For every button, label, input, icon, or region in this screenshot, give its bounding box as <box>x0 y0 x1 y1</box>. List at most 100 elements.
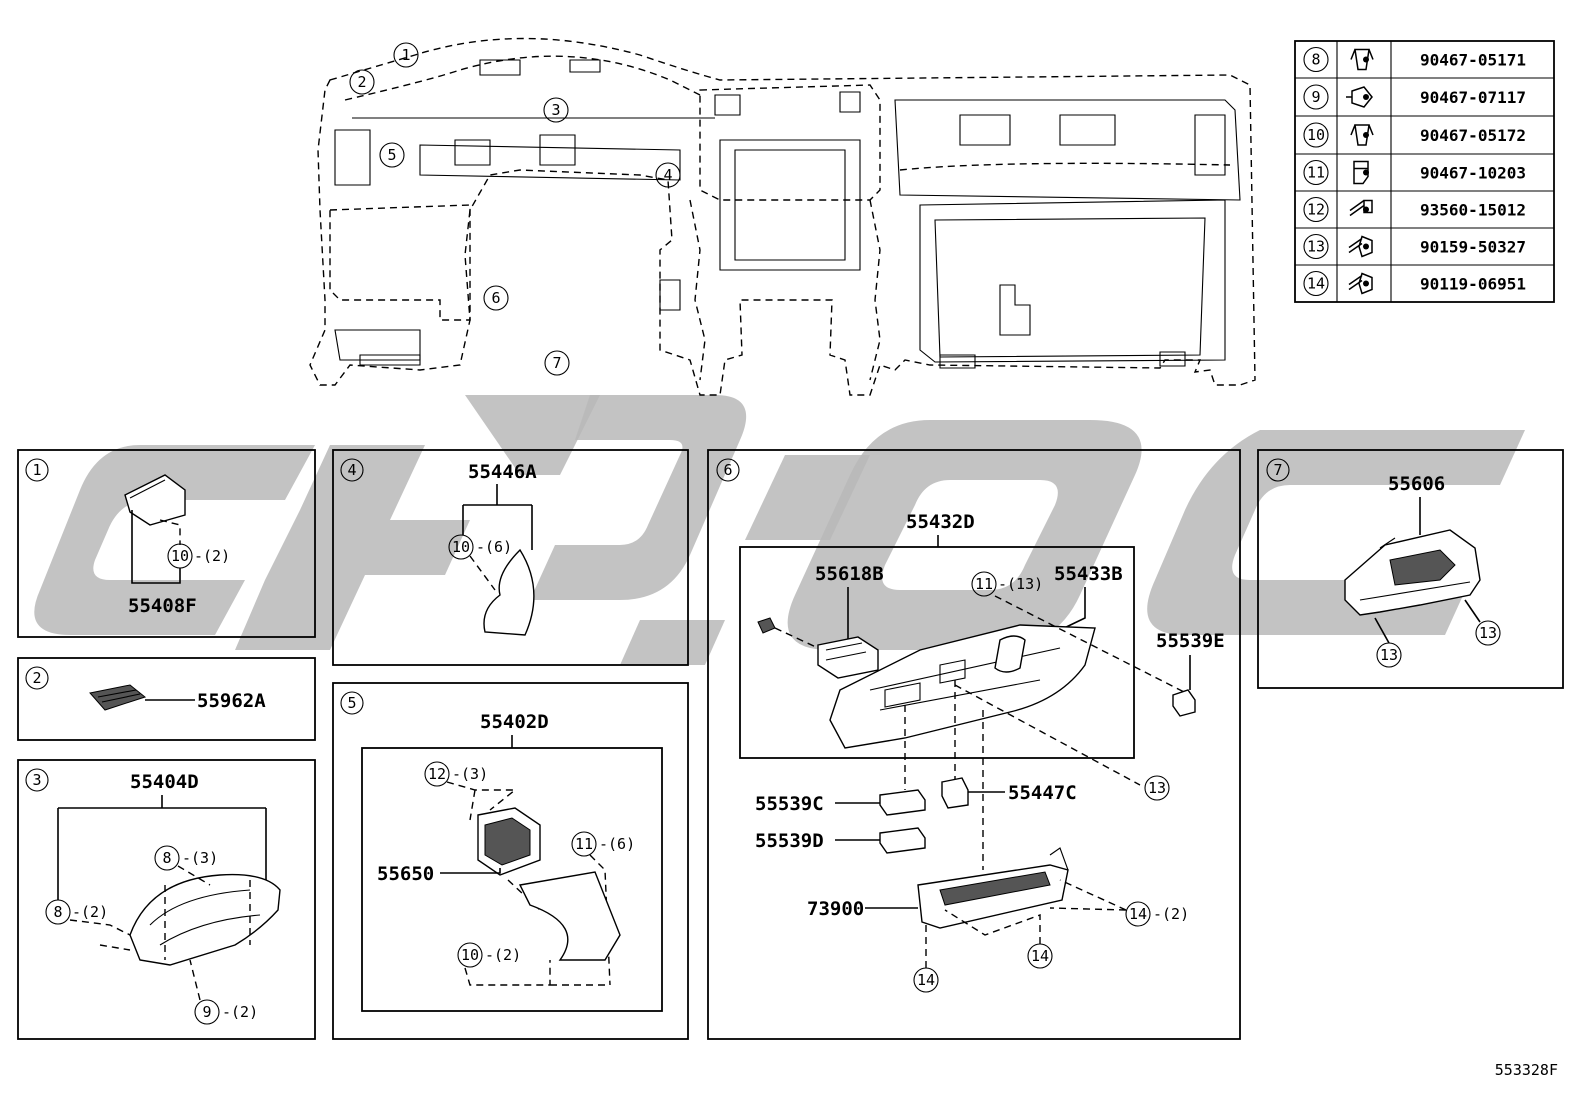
panel-6-fastener-13[interactable]: 13 <box>1144 775 1170 801</box>
part-label-73900[interactable]: 73900 <box>807 898 864 920</box>
part-label-55539d[interactable]: 55539D <box>755 830 824 852</box>
part-label-55447c[interactable]: 55447C <box>1008 782 1077 804</box>
svg-text:-(3): -(3) <box>182 849 218 867</box>
svg-text:-(2): -(2) <box>72 903 108 921</box>
svg-text:6: 6 <box>491 289 500 307</box>
panel-6-fastener-14c[interactable]: 14 <box>913 967 939 993</box>
grommet-icon <box>1346 86 1373 108</box>
overview-callouts: 1 2 3 4 5 6 7 <box>349 42 681 376</box>
svg-text:13: 13 <box>1380 646 1398 664</box>
fastener-ref: 12 <box>1307 201 1325 219</box>
svg-text:-(6): -(6) <box>476 538 512 556</box>
panel-6: 6 55432D 55618B 11-(13) 55433B 55539E 13… <box>707 449 1241 1040</box>
fastener-ref-circle <box>1303 270 1329 297</box>
bolt-icon <box>1348 272 1373 295</box>
part-label-55539e[interactable]: 55539E <box>1156 630 1225 652</box>
overview-callout-6[interactable]: 6 <box>483 285 509 311</box>
part-label-55404d[interactable]: 55404D <box>130 771 199 793</box>
overview-callout-7[interactable]: 7 <box>544 350 570 376</box>
panel-4: 4 55446A 10-(6) <box>332 449 689 666</box>
clip-nut-icon <box>1353 160 1369 185</box>
assembly-label-55402d[interactable]: 55402D <box>480 711 549 733</box>
overview-callout-3[interactable]: 3 <box>543 97 569 123</box>
svg-text:14: 14 <box>917 971 935 989</box>
svg-text:6: 6 <box>723 461 732 479</box>
part-label-55539c[interactable]: 55539C <box>755 793 824 815</box>
fastener-ref: 13 <box>1307 238 1325 256</box>
svg-text:3: 3 <box>32 771 41 789</box>
panel-2-number: 2 <box>25 666 49 690</box>
fastener-ref-circle <box>1303 233 1329 260</box>
svg-text:10: 10 <box>452 538 470 556</box>
fastener-ref-circle <box>1303 159 1329 186</box>
part-55446a-shape[interactable] <box>483 548 535 636</box>
watermark-logo <box>34 395 1525 665</box>
overview-callout-4[interactable]: 4 <box>655 162 681 188</box>
svg-text:13: 13 <box>1148 779 1166 797</box>
svg-text:12: 12 <box>428 765 446 783</box>
panel-6-fastener-14b[interactable]: 14 <box>1027 943 1053 969</box>
part-label-55446a[interactable]: 55446A <box>468 461 537 483</box>
panel-5-fastener-10[interactable]: 10-(2) <box>457 942 521 968</box>
fastener-ref-circle <box>1303 46 1329 73</box>
part-55539d-shape[interactable] <box>879 827 926 854</box>
overview-callout-2[interactable]: 2 <box>349 69 375 95</box>
part-label-55962a[interactable]: 55962A <box>197 690 266 712</box>
svg-text:10: 10 <box>461 946 479 964</box>
panel-6-fastener-14a[interactable]: 14-(2) <box>1125 901 1189 927</box>
svg-text:-(3): -(3) <box>452 765 488 783</box>
panel-7-fastener-13b[interactable]: 13 <box>1475 620 1501 646</box>
panel-3-fastener-9[interactable]: 9-(2) <box>194 999 258 1025</box>
svg-text:14: 14 <box>1129 905 1147 923</box>
panel-3: 3 55404D 8-(3) 8-(2) 9-(2) <box>17 759 316 1040</box>
panel-5-fastener-11[interactable]: 11-(6) <box>571 831 635 857</box>
clip-icon <box>1350 124 1374 146</box>
part-55408f-shape[interactable] <box>124 474 186 526</box>
panel-7-fastener-13a[interactable]: 13 <box>1376 642 1402 668</box>
panel-1-fastener-callout[interactable]: 10-(2) <box>167 543 230 569</box>
panel-6-fastener-11[interactable]: 11-(13) <box>971 571 1043 597</box>
svg-text:2: 2 <box>32 669 41 687</box>
part-55618b-shape[interactable] <box>817 636 879 679</box>
panel-3-fastener-8b[interactable]: 8-(2) <box>45 899 108 925</box>
svg-text:1: 1 <box>32 461 41 479</box>
fastener-ref-circle <box>1303 196 1329 223</box>
part-55539e-shape[interactable] <box>1172 689 1196 717</box>
panel-4-fastener-callout[interactable]: 10 -(6) <box>448 534 512 560</box>
illustration-code: 553328F <box>1495 1061 1558 1079</box>
part-label-55408f[interactable]: 55408F <box>128 595 197 617</box>
screw-icon <box>1349 199 1373 217</box>
part-label-55618b[interactable]: 55618B <box>815 563 884 585</box>
panel-5-fastener-12[interactable]: 12 -(3) <box>424 761 488 787</box>
part-55404d-shape[interactable] <box>129 873 281 966</box>
fastener-ref: 14 <box>1307 275 1325 293</box>
part-label-55650[interactable]: 55650 <box>377 863 434 885</box>
svg-text:10: 10 <box>171 547 189 565</box>
assembly-label-55432d[interactable]: 55432D <box>906 511 975 533</box>
svg-text:3: 3 <box>551 101 560 119</box>
overview-callout-5[interactable]: 5 <box>379 142 405 168</box>
panel-2: 2 55962A <box>17 657 316 741</box>
fastener-ref-circle <box>1303 84 1329 110</box>
part-55433b-shape[interactable] <box>829 624 1096 749</box>
fastener-ref: 9 <box>1311 88 1320 106</box>
svg-text:2: 2 <box>357 73 366 91</box>
panel-5-trim-shape[interactable] <box>518 871 621 961</box>
fastener-row[interactable]: 11 90467-10203 <box>1303 159 1526 186</box>
part-55447c-shape[interactable] <box>941 777 969 809</box>
part-label-55433b[interactable]: 55433B <box>1054 563 1123 585</box>
svg-text:13: 13 <box>1479 624 1497 642</box>
overview-callout-1[interactable]: 1 <box>393 42 419 68</box>
part-label-55606[interactable]: 55606 <box>1388 473 1445 495</box>
fastener-part-number: 90467-10203 <box>1420 164 1526 183</box>
fastener-ref: 11 <box>1307 164 1325 182</box>
panel-3-fastener-8a[interactable]: 8-(3) <box>154 845 218 871</box>
part-55539c-shape[interactable] <box>879 789 926 816</box>
